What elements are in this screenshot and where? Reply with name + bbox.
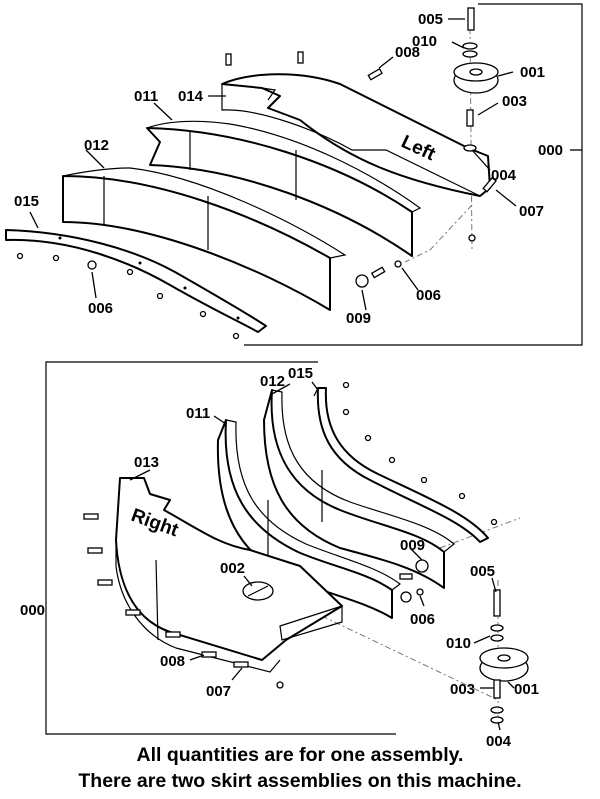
callout-015-bottom: 015 — [288, 365, 313, 382]
part-015-strip-right — [316, 387, 489, 543]
callout-008-top: 008 — [395, 44, 420, 61]
part-011-skirt-left — [146, 127, 413, 257]
callout-001-top: 001 — [520, 64, 545, 81]
callout-005-top: 005 — [418, 11, 443, 28]
callout-001-bottom: 001 — [514, 681, 539, 698]
part-014-cover-left — [221, 73, 491, 197]
callout-012-top: 012 — [84, 137, 109, 154]
callout-000-bottom: 000 — [20, 602, 45, 619]
callout-008-bottom: 008 — [160, 653, 185, 670]
right-assembly-bracket — [45, 361, 396, 735]
callout-005-bottom: 005 — [470, 563, 495, 580]
callout-006-bottom: 006 — [410, 611, 435, 628]
left-assembly-bracket — [244, 3, 583, 346]
callout-007-bottom: 007 — [206, 683, 231, 700]
callout-007-top: 007 — [519, 203, 544, 220]
strip-holes-015 — [58, 236, 240, 320]
callout-000-top: 000 — [538, 142, 563, 159]
callout-004-top: 004 — [491, 167, 517, 184]
callout-003-top: 003 — [502, 93, 527, 110]
left-assembly: Left — [5, 3, 583, 346]
callout-011-top: 011 — [134, 88, 158, 105]
footnote-line-2: There are two skirt assemblies on this m… — [78, 770, 522, 792]
leaders-top — [29, 18, 582, 311]
callout-002: 002 — [220, 560, 245, 577]
part-012-skirt-left — [62, 175, 331, 311]
callout-010-bottom: 010 — [446, 635, 471, 652]
footnote-line-1: All quantities are for one assembly. — [136, 744, 464, 766]
callout-015-top: 015 — [14, 193, 39, 210]
callout-010-top: 010 — [412, 33, 437, 50]
right-assembly: Right — [20, 361, 539, 750]
callout-009-bottom: 009 — [400, 537, 425, 554]
callout-012-bottom: 012 — [260, 373, 285, 390]
hardware-bottom — [83, 381, 529, 724]
callout-009-top: 009 — [346, 310, 371, 327]
callout-004-bottom: 004 — [486, 733, 512, 750]
callout-003-bottom: 003 — [450, 681, 475, 698]
callout-014: 014 — [178, 88, 204, 105]
leaders-bottom — [129, 381, 515, 731]
callouts-bottom: 012 015 011 013 009 002 005 000 006 010 … — [20, 365, 539, 750]
part-012-skirt-right — [263, 389, 445, 589]
callout-006-top-right: 006 — [416, 287, 441, 304]
callout-013: 013 — [134, 454, 159, 471]
part-015-strip-left — [5, 229, 267, 333]
callout-006-top-left: 006 — [88, 300, 113, 317]
hardware-top — [16, 7, 499, 340]
callout-011-bottom: 011 — [186, 405, 210, 422]
callouts-top: 005 010 008 014 011 001 003 012 000 004 … — [14, 11, 563, 327]
